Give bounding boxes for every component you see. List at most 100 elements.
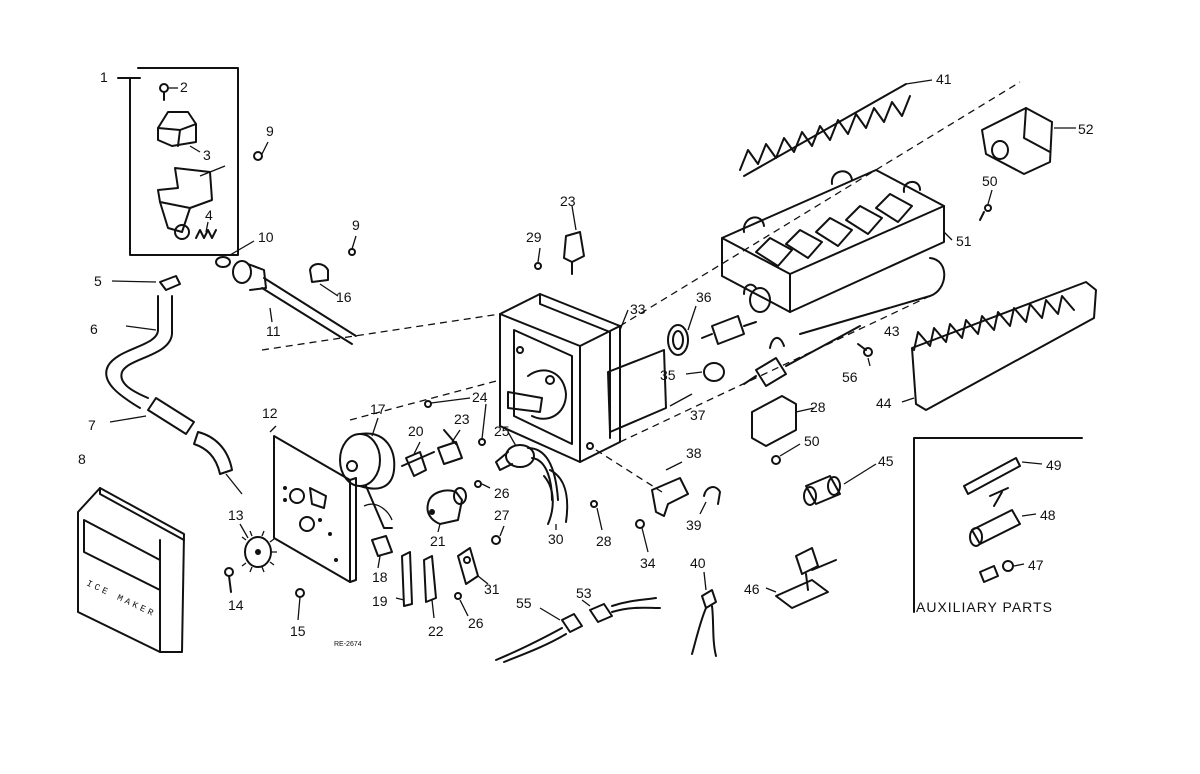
screw-part-9-lower	[348, 235, 357, 256]
callout-26-right: 28	[810, 399, 826, 415]
screw-part-9-upper	[253, 141, 269, 161]
screw-part-2	[159, 83, 178, 101]
screw-part-56	[857, 343, 873, 367]
front-cover-part-8: ICE MAKER	[77, 487, 185, 653]
bracket-part-26-right	[751, 395, 815, 447]
callout-9-lower: 9	[352, 217, 360, 233]
callout-6: 6	[90, 321, 98, 337]
callout-38: 38	[686, 445, 702, 461]
lever-part-23-lower	[437, 429, 463, 465]
coupling-part-7	[109, 397, 243, 495]
callout-18: 18	[372, 569, 388, 585]
nut-part-47	[979, 560, 1025, 583]
screw-part-26-lower	[454, 592, 469, 617]
bearing-part-35	[685, 362, 725, 382]
callout-35: 35	[660, 367, 676, 383]
callout-11: 11	[266, 323, 281, 339]
callout-30: 30	[548, 531, 564, 547]
sensor-part-40	[691, 571, 717, 657]
callout-40: 40	[690, 555, 706, 571]
callout-19: 19	[372, 593, 388, 609]
solenoid-part-3	[157, 111, 201, 153]
callout-13: 13	[228, 507, 244, 523]
callout-26-upper: 26	[494, 485, 510, 501]
wiring-harness-part-53	[581, 597, 661, 623]
callout-43: 43	[884, 323, 900, 339]
callout-14: 14	[228, 597, 244, 613]
callout-39: 39	[686, 517, 702, 533]
callout-16: 16	[336, 289, 352, 305]
callout-53: 53	[576, 585, 592, 601]
callout-41: 41	[936, 71, 952, 87]
ice-stripper-part-44	[901, 281, 1097, 411]
panel-label: ICE MAKER	[85, 579, 158, 620]
ice-mold-part-51	[721, 169, 953, 335]
callout-31: 31	[484, 581, 500, 597]
valve-part-48	[969, 487, 1037, 547]
clip-part-39	[699, 486, 721, 515]
drawing-code: RE-2674	[334, 641, 362, 648]
ejector-shaft	[701, 315, 757, 345]
callout-52: 52	[1078, 121, 1094, 137]
callout-37: 37	[690, 407, 706, 423]
alignment-lines	[261, 81, 1021, 493]
screw-part-14	[224, 567, 234, 593]
screw-part-50-mid	[771, 443, 801, 465]
bearing-part-18	[363, 503, 393, 569]
callout-47: 47	[1028, 557, 1044, 573]
callout-1: 1	[100, 69, 108, 85]
cam-part-20	[401, 441, 435, 477]
callout-51: 51	[956, 233, 972, 249]
mounting-plate-part-12	[269, 425, 357, 583]
callout-50-upper: 50	[982, 173, 998, 189]
screw-part-50-upper	[979, 189, 993, 221]
callout-21: 21	[430, 533, 446, 549]
callout-27: 27	[494, 507, 510, 523]
auxiliary-parts-box	[913, 437, 1083, 613]
tube-part-49	[963, 457, 1043, 495]
callout-44: 44	[876, 395, 892, 411]
callout-46: 46	[744, 581, 760, 597]
callout-29: 29	[526, 229, 542, 245]
callout-26-lower: 26	[468, 615, 484, 631]
callout-8: 8	[78, 451, 86, 467]
fill-cup-part-11	[232, 260, 357, 345]
motor-part-17	[339, 417, 396, 529]
callout-28: 28	[596, 533, 612, 549]
callout-45: 45	[878, 453, 894, 469]
callout-20: 20	[408, 423, 424, 439]
bearing-seal-part-36	[667, 305, 697, 356]
auxiliary-parts-label: AUXILIARY PARTS	[916, 599, 1053, 615]
callout-17: 17	[370, 401, 386, 417]
callout-15: 15	[290, 623, 306, 639]
ejector-heater-part-43	[743, 325, 861, 387]
callout-22: 22	[428, 623, 444, 639]
water-valve-assembly	[117, 67, 239, 256]
callout-55: 55	[516, 595, 532, 611]
gear-part-13	[239, 523, 277, 573]
screw-part-34	[635, 519, 649, 553]
callout-49: 49	[1046, 457, 1062, 473]
switch-part-19	[395, 551, 413, 607]
callout-9-upper: 9	[266, 123, 274, 139]
stripper-part-37	[607, 349, 693, 433]
fitting-part-45	[803, 463, 877, 506]
screws-part-24	[424, 397, 487, 446]
fill-tube-part-6	[105, 295, 173, 409]
callout-36: 36	[696, 289, 712, 305]
callout-23-lower: 23	[454, 411, 470, 427]
wire-leads-part-30	[543, 469, 569, 530]
spring-part-4	[195, 229, 217, 239]
thermostat-part-21	[426, 487, 467, 533]
cover-part-52	[981, 107, 1076, 175]
saddle-valve-part-46	[765, 547, 837, 609]
callout-48: 48	[1040, 507, 1056, 523]
callout-10: 10	[258, 229, 274, 245]
callout-4: 4	[205, 207, 213, 223]
callout-25: 25	[494, 423, 510, 439]
callout-23-upper: 23	[560, 193, 576, 209]
callout-3: 3	[203, 147, 211, 163]
callout-7: 7	[88, 417, 96, 433]
cover-part-31	[457, 547, 489, 585]
